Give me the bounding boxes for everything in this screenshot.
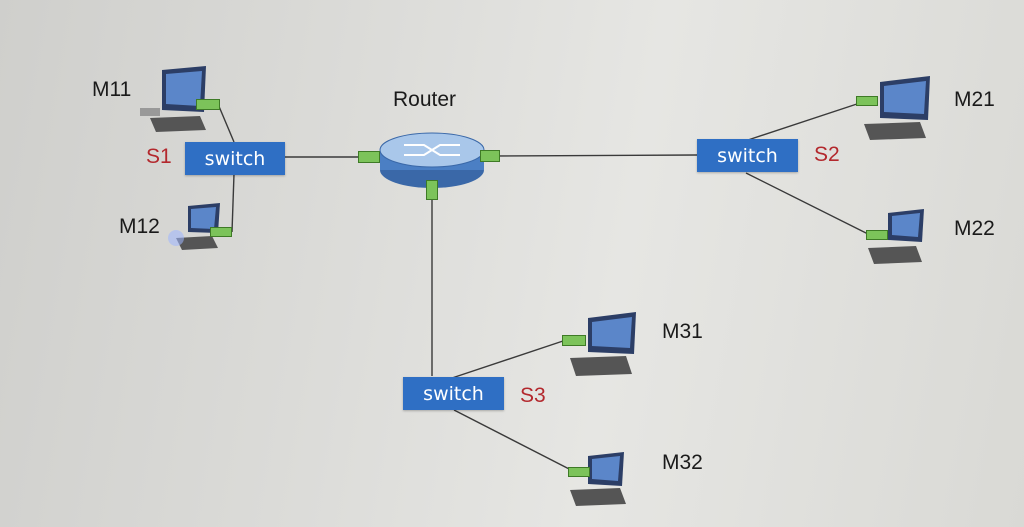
switch-s3-tag: S3 [520, 384, 546, 407]
link-m12-s1 [231, 173, 235, 233]
router-label: Router [393, 88, 457, 111]
computer-icon-m22 [868, 209, 924, 264]
port-icon-router-bottom [426, 180, 438, 200]
port-icon-m32 [568, 467, 590, 477]
switch-s1: switch [185, 142, 285, 175]
switch-s3: switch [403, 377, 504, 410]
port-icon-m12 [210, 227, 232, 237]
link-s2-m22 [745, 172, 871, 236]
link-s2-m21 [747, 100, 867, 141]
port-icon-m11 [196, 99, 220, 110]
link-m11-s1 [217, 103, 235, 143]
host-label-m22: M22 [954, 217, 995, 240]
router-icon [379, 132, 485, 188]
link-s3-m32 [453, 409, 576, 473]
switch-s3-label: switch [423, 382, 484, 405]
switch-s1-label: switch [204, 147, 266, 170]
switch-s1-tag: S1 [146, 145, 172, 168]
host-label-m31: M31 [662, 320, 703, 343]
computer-icon-m11 [140, 66, 206, 132]
computer-icon-m31 [570, 312, 636, 376]
switch-s2-label: switch [717, 144, 778, 167]
link-s3-m31 [451, 339, 567, 379]
port-icon-m22 [866, 230, 888, 240]
host-label-m11: M11 [92, 78, 132, 101]
host-label-m21: M21 [954, 88, 995, 111]
switch-s2-tag: S2 [814, 143, 840, 166]
port-icon-router-right [480, 150, 500, 162]
switch-s2: switch [697, 139, 798, 172]
port-icon-m31 [562, 335, 586, 346]
port-icon-m21 [856, 96, 878, 106]
port-icon-router-left [358, 151, 380, 163]
host-label-m12: M12 [119, 215, 160, 238]
computer-icon-m32 [570, 452, 626, 506]
computer-icon-m12 [168, 203, 220, 250]
link-router-s2 [489, 154, 698, 157]
computer-icon-m21 [864, 76, 930, 140]
host-label-m32: M32 [662, 451, 703, 474]
